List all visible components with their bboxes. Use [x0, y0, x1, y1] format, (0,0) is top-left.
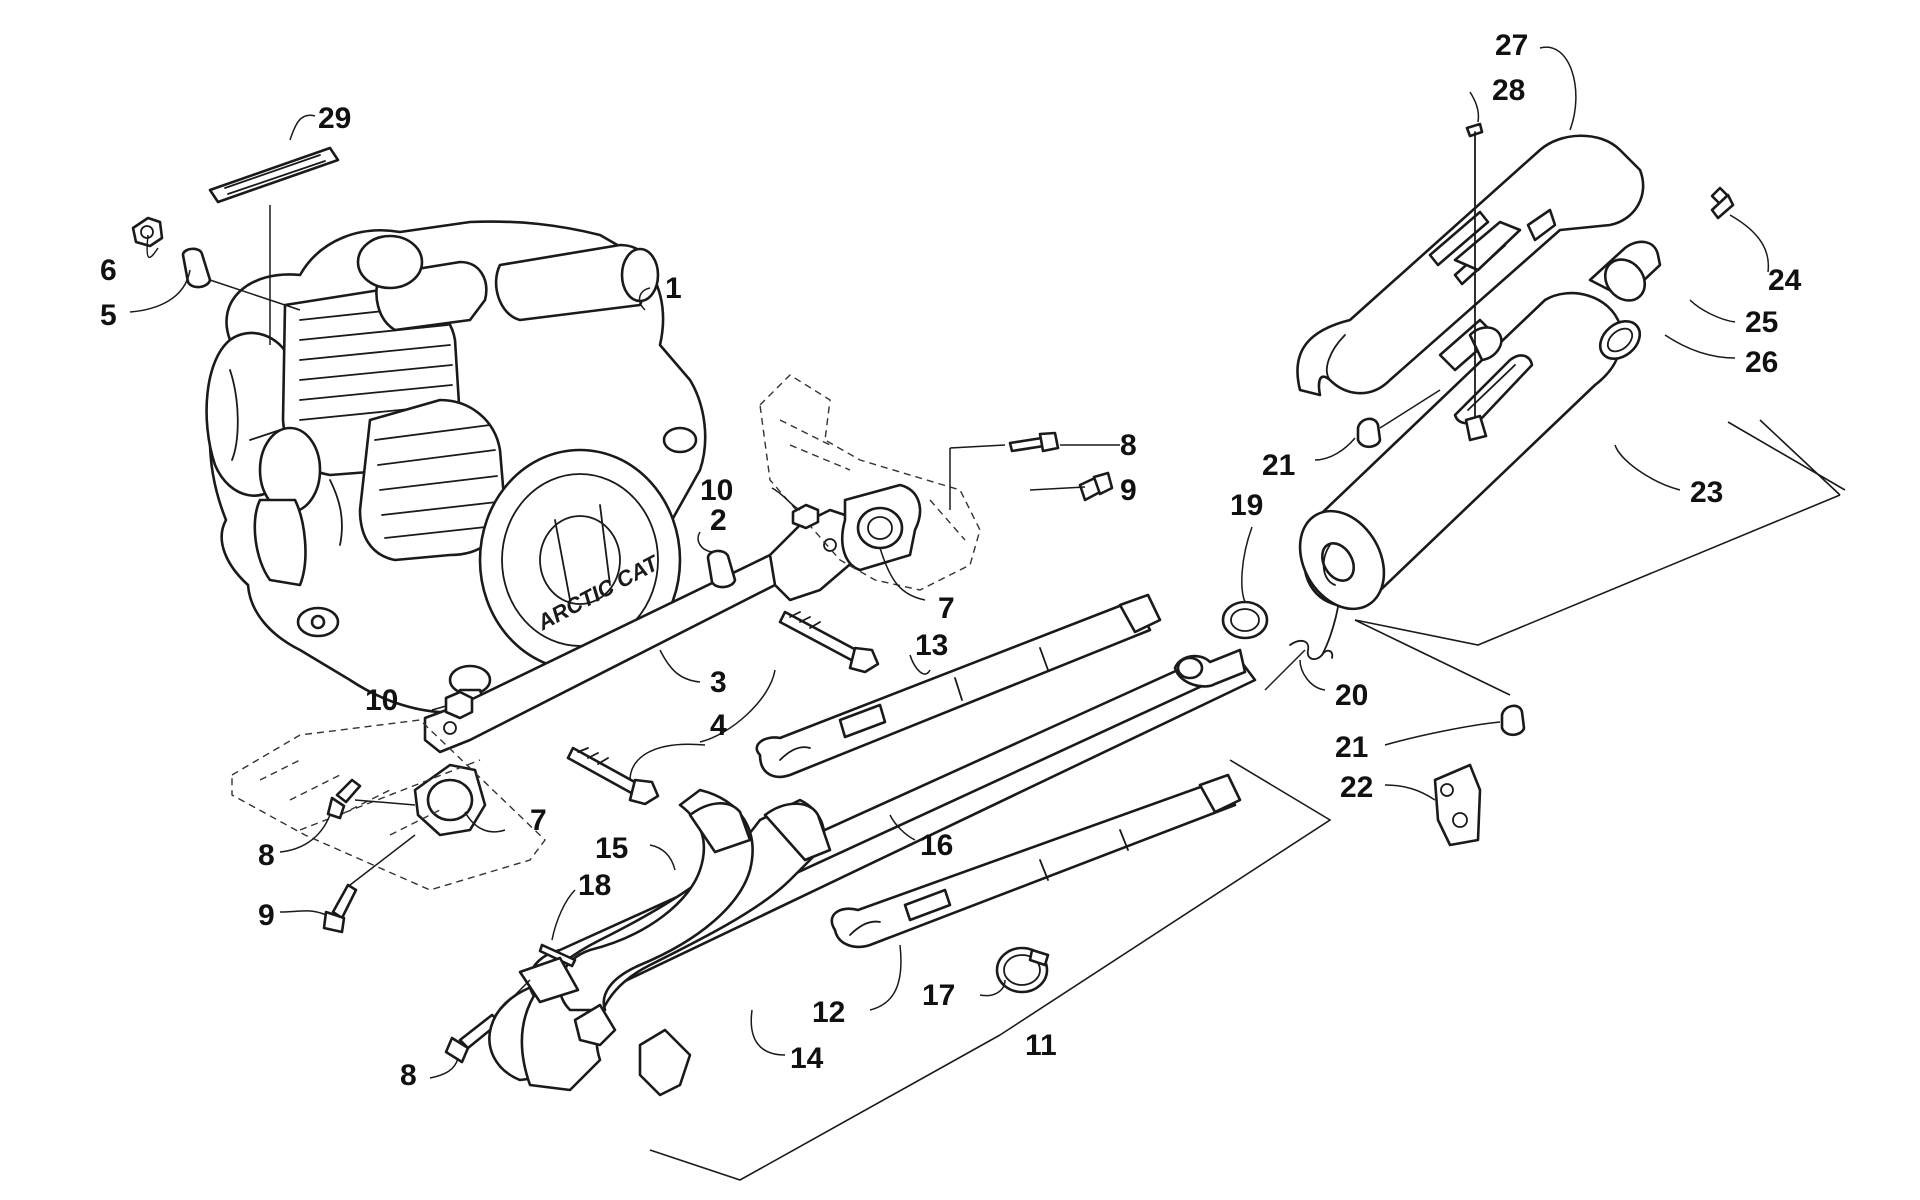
rubber-mount-upper: [1356, 417, 1382, 449]
callout-7-lower: 7: [530, 804, 547, 837]
exhaust-flange-upper: [840, 483, 922, 572]
callout-20: 20: [1335, 679, 1368, 712]
bolt-9-lower: [322, 883, 358, 934]
nut-10-upper: [791, 503, 820, 530]
mid-pipe-gasket: [1221, 600, 1269, 640]
callout-11: 11: [1025, 1029, 1057, 1062]
heat-shield-plate-upper: [759, 374, 981, 591]
screw-small: [1464, 122, 1488, 442]
callout-4: 4: [710, 709, 727, 742]
engine-mount-hardware: [131, 216, 212, 289]
callout-9-lower: 9: [258, 899, 275, 932]
callout-19: 19: [1230, 489, 1263, 522]
callout-5: 5: [100, 299, 117, 332]
nut-10-lower: [444, 690, 474, 720]
callout-7-upper: 7: [938, 592, 955, 625]
muffler-mount-bracket: [1433, 763, 1482, 847]
callout-28: 28: [1492, 74, 1525, 107]
callout-labels: 29 6 5 1 2 10 8 9 7 3 4 13 10 7 8 9 15 1…: [100, 29, 1802, 1092]
callout-26: 26: [1745, 346, 1778, 379]
muffler-heat-shield: [1296, 134, 1645, 397]
callout-8-upper: 8: [1120, 429, 1137, 462]
bolt-8-upper: [1008, 431, 1060, 453]
decal-label: [208, 146, 340, 204]
callout-6: 6: [100, 254, 117, 287]
hose-clamp: [995, 946, 1050, 994]
callout-8-bottom: 8: [400, 1059, 417, 1092]
callout-18: 18: [578, 869, 611, 902]
callout-24: 24: [1768, 264, 1802, 297]
callout-16: 16: [920, 829, 953, 862]
callout-2: 2: [710, 504, 727, 537]
heat-shield-lower: [830, 773, 1242, 949]
bolt-8-lower-left: [326, 778, 362, 820]
muffler-assembly: [1298, 291, 1623, 611]
callout-15: 15: [595, 832, 628, 865]
spacer: [706, 549, 737, 589]
bolts-long: [566, 610, 880, 806]
callout-10-lower: 10: [365, 684, 398, 717]
flange-gasket-lower: [518, 956, 580, 1004]
spark-arrestor: [1588, 186, 1735, 361]
bolt-9-upper: [1078, 471, 1114, 502]
heat-shield-mid: [755, 593, 1162, 779]
callout-23: 23: [1690, 476, 1723, 509]
heat-shield-curved: [558, 788, 754, 1047]
callout-1: 1: [665, 272, 682, 305]
callout-21-lower: 21: [1335, 731, 1368, 764]
callout-3: 3: [710, 666, 727, 699]
callout-17: 17: [922, 979, 955, 1012]
callout-12: 12: [812, 996, 845, 1029]
callout-8-lower: 8: [258, 839, 275, 872]
callout-13: 13: [915, 629, 948, 662]
callout-21-upper: 21: [1262, 449, 1295, 482]
leader-lines: [129, 46, 1846, 1181]
exhaust-flange-lower: [413, 763, 487, 837]
rubber-mount-lower: [1500, 704, 1526, 737]
callout-22: 22: [1340, 771, 1373, 804]
callout-29: 29: [318, 102, 351, 135]
callout-9-upper: 9: [1120, 474, 1137, 507]
gasket-small: [538, 943, 577, 968]
callout-27: 27: [1495, 29, 1528, 62]
callout-14: 14: [790, 1042, 824, 1075]
callout-10-upper: 10: [700, 474, 733, 507]
heat-shield-plate-lower: [231, 719, 546, 891]
callout-25: 25: [1745, 306, 1778, 339]
